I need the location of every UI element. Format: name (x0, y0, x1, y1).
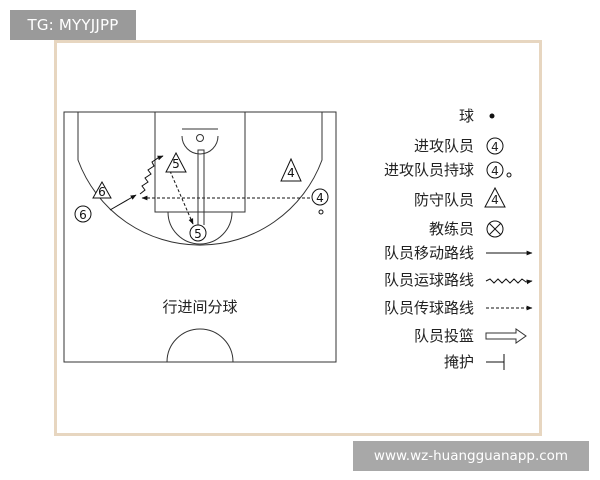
restricted-arc (181, 135, 219, 155)
attacker-circle-icon (189, 224, 207, 242)
shot-arrow-line (197, 149, 205, 225)
ball-icon (506, 172, 512, 178)
free-throw-circle (167, 211, 233, 245)
player-6-defender: 6 (92, 180, 112, 199)
player-4-attacker-with-ball: 4 (311, 188, 329, 215)
legend-shot-label: 队员投篮 (414, 327, 474, 345)
dribble-path (139, 155, 164, 195)
center-circle (166, 328, 234, 363)
player-4-defender: 4 (280, 157, 302, 182)
dribble-path-icon (485, 278, 533, 285)
footer-url-banner: www.wz-huangguanapp.com (353, 441, 589, 471)
defender-triangle-icon (484, 186, 506, 208)
legend-attacker-symbol: 4 (491, 140, 499, 154)
ball-icon (489, 113, 495, 119)
free-throw-lane (154, 111, 246, 213)
player-6-attacker: 6 (74, 205, 92, 223)
defender-triangle-icon (92, 180, 112, 199)
screen-icon (486, 354, 505, 370)
attacker-circle-icon (486, 161, 504, 179)
svg-text:5: 5 (172, 157, 180, 171)
svg-text:4: 4 (287, 166, 295, 180)
defender-triangle-icon (165, 151, 187, 173)
svg-text:6: 6 (98, 185, 106, 199)
legend-ball-label: 球 (459, 107, 474, 125)
diagram-frame (54, 40, 542, 436)
legend-defender-symbol: 4 (491, 193, 499, 207)
basket-ring (196, 134, 204, 142)
legend: 球 进攻队员 4 进攻队员持球 4 防守队员 4 教练员 队员移动路线 队员运球… (384, 107, 533, 371)
attacker-circle-icon (311, 188, 329, 206)
attacker-circle-icon (74, 205, 92, 223)
player-5-attacker: 5 (189, 224, 207, 242)
svg-text:4: 4 (316, 191, 324, 205)
play-lines (109, 149, 315, 225)
attacker-circle-icon (486, 137, 504, 155)
legend-attacker-ball-label: 进攻队员持球 (384, 161, 474, 179)
shot-arrow-icon (485, 328, 527, 344)
player6-move-path (109, 194, 137, 211)
legend-defender-label: 防守队员 (414, 191, 474, 209)
defender-triangle-icon (280, 157, 302, 182)
svg-text:6: 6 (79, 208, 87, 222)
svg-text:5: 5 (194, 227, 202, 241)
ball-icon (318, 209, 324, 215)
legend-attacker-label: 进攻队员 (414, 137, 474, 155)
legend-attacker-ball-symbol: 4 (491, 164, 499, 178)
coach-icon (486, 220, 504, 238)
legend-move-label: 队员移动路线 (384, 244, 474, 262)
player-5-defender: 5 (165, 151, 187, 173)
legend-dribble-label: 队员运球路线 (384, 271, 474, 289)
legend-pass-label: 队员传球路线 (384, 299, 474, 317)
court-caption: 行进间分球 (162, 298, 237, 316)
legend-coach-label: 教练员 (429, 220, 474, 238)
legend-screen-label: 掩护 (444, 353, 474, 371)
source-tag: TG: MYYJJPP (10, 10, 136, 40)
